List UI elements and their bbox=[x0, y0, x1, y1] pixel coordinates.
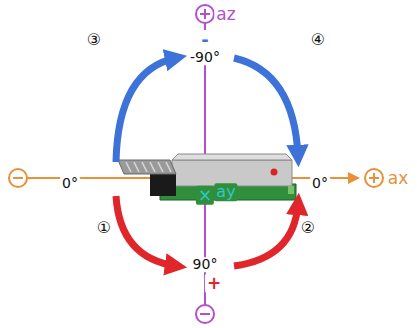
angle-value: 0° bbox=[60, 176, 80, 191]
axis-name: ax bbox=[386, 169, 410, 188]
rotation-arrows bbox=[116, 58, 298, 266]
sign-mark: - bbox=[199, 30, 210, 50]
axis-marker: × bbox=[196, 186, 214, 205]
callout-number: ④ bbox=[309, 31, 327, 49]
axis-name: az bbox=[214, 5, 237, 24]
sign-mark: + bbox=[205, 274, 223, 293]
angle-value: 0° bbox=[310, 176, 330, 191]
callout-number: ② bbox=[299, 219, 317, 237]
callout-number: ① bbox=[95, 219, 113, 237]
axis-name: ay bbox=[214, 183, 237, 201]
angle-value: -90° bbox=[188, 50, 222, 65]
angle-value: 90° bbox=[191, 257, 220, 272]
callout-number: ③ bbox=[85, 31, 103, 49]
